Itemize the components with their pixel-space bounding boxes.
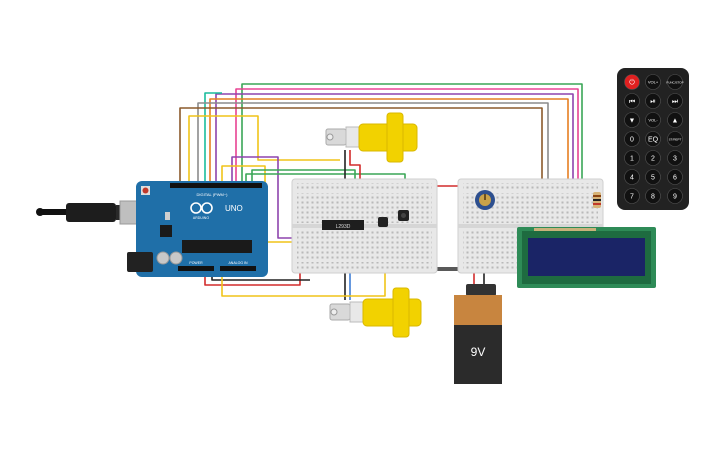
remote-button[interactable] <box>667 93 683 109</box>
remote-buttons: ⏻ VOL+ FUNC/STOP ⏮ ⏯ ⏭ ▼ VOL- ▲ 0 EQ ST/REPT 1 2 3 4 5 6 7… <box>624 74 684 204</box>
power-label: POWER <box>189 261 203 265</box>
remote-button-label: ⏭ <box>672 99 679 106</box>
remote-button-label: VOL- <box>648 118 658 123</box>
remote-button-label: 9 <box>673 194 677 201</box>
power-header <box>178 266 214 271</box>
remote-button[interactable] <box>645 74 661 90</box>
digital-label: DIGITAL (PWM~) <box>197 192 229 197</box>
digital-header <box>170 183 262 188</box>
wire-red-power <box>204 270 301 286</box>
power-jack <box>127 252 153 272</box>
remote-button-label: ▼ <box>629 118 636 125</box>
crystal <box>165 212 170 220</box>
remote-button[interactable] <box>624 112 640 128</box>
potentiometer[interactable] <box>475 190 495 210</box>
resistor[interactable] <box>593 192 601 208</box>
remote-button[interactable] <box>645 93 661 109</box>
arduino-uno-board[interactable]: DIGITAL (PWM~) UNO ARDUINO POWER ANALOG … <box>36 181 268 277</box>
wire-pink <box>235 88 579 225</box>
reset-button[interactable] <box>142 187 149 194</box>
motor-driver-chip[interactable]: L293D <box>322 220 364 230</box>
remote-button[interactable] <box>645 150 661 166</box>
brand-text: ARDUINO <box>193 216 209 220</box>
remote-button[interactable] <box>645 188 661 204</box>
wire-grey <box>197 102 549 225</box>
remote-button-label: VOL+ <box>648 80 659 85</box>
dc-motor-top[interactable] <box>325 112 418 163</box>
remote-button-label: 2 <box>651 156 655 163</box>
uno-logo-text: UNO <box>225 204 243 213</box>
remote-button[interactable] <box>624 131 640 147</box>
analog-label: ANALOG IN <box>228 261 248 265</box>
lcd-display[interactable] <box>517 227 656 288</box>
remote-button-label: 7 <box>630 194 634 201</box>
wire-purple <box>215 93 574 225</box>
ir-remote[interactable]: ⏻ VOL+ FUNC/STOP ⏮ ⏯ ⏭ ▼ VOL- ▲ 0 EQ ST/REPT 1 2 3 4 5 6 7… <box>617 68 689 210</box>
remote-button-label: FUNC/STOP <box>666 81 683 85</box>
wire-yellow-top <box>188 115 340 182</box>
battery-label: 9V <box>471 345 486 359</box>
wire-brown <box>179 107 543 225</box>
remote-button[interactable] <box>624 74 640 90</box>
remote-button-label: ⏻ <box>629 79 635 87</box>
remote-button[interactable] <box>645 169 661 185</box>
usb-cable <box>36 200 147 225</box>
remote-button[interactable] <box>667 112 683 128</box>
ir-receiver[interactable] <box>398 210 409 221</box>
remote-button-label: 3 <box>673 156 677 163</box>
remote-button-label: ▲ <box>672 118 679 125</box>
lcd-pin-header <box>534 228 596 231</box>
analog-header <box>220 266 256 271</box>
wire-cyan <box>204 92 222 182</box>
remote-button[interactable] <box>624 169 640 185</box>
dc-motor-bottom[interactable] <box>329 287 422 338</box>
remote-button[interactable] <box>624 93 640 109</box>
remote-button-label: 5 <box>651 175 655 182</box>
remote-button-label: ⏮ <box>629 99 635 106</box>
remote-button-label: EQ <box>648 137 659 144</box>
atmega-chip <box>182 240 252 253</box>
remote-button-label: ST/REPT <box>669 138 682 142</box>
remote-button[interactable] <box>667 131 683 147</box>
remote-button[interactable] <box>667 169 683 185</box>
remote-button[interactable] <box>645 112 661 128</box>
remote-button-label: 1 <box>630 156 634 163</box>
remote-button[interactable] <box>624 188 640 204</box>
remote-button[interactable] <box>667 188 683 204</box>
battery-9v[interactable]: 9V <box>454 284 502 384</box>
usb-chip <box>160 225 172 237</box>
capacitor-1 <box>156 251 170 265</box>
remote-button[interactable] <box>645 131 661 147</box>
chip-label: L293D <box>336 224 351 230</box>
capacitor-2 <box>169 251 183 265</box>
remote-button-label: 0 <box>630 137 634 144</box>
remote-button[interactable] <box>667 74 683 90</box>
remote-button[interactable] <box>667 150 683 166</box>
voltage-regulator[interactable] <box>378 217 388 227</box>
wire-yellow-2 <box>221 165 330 243</box>
wire-yellow-analog <box>221 252 386 297</box>
remote-button[interactable] <box>624 150 640 166</box>
arduino-logo-icon <box>190 202 213 214</box>
wire-orange <box>209 98 569 225</box>
remote-button-label: 6 <box>673 175 677 182</box>
remote-button-label: ⏯ <box>650 99 656 106</box>
breadboard-left <box>291 178 438 274</box>
remote-button-label: 8 <box>651 194 655 201</box>
remote-button-label: 4 <box>630 175 634 182</box>
wire-green <box>241 83 583 225</box>
